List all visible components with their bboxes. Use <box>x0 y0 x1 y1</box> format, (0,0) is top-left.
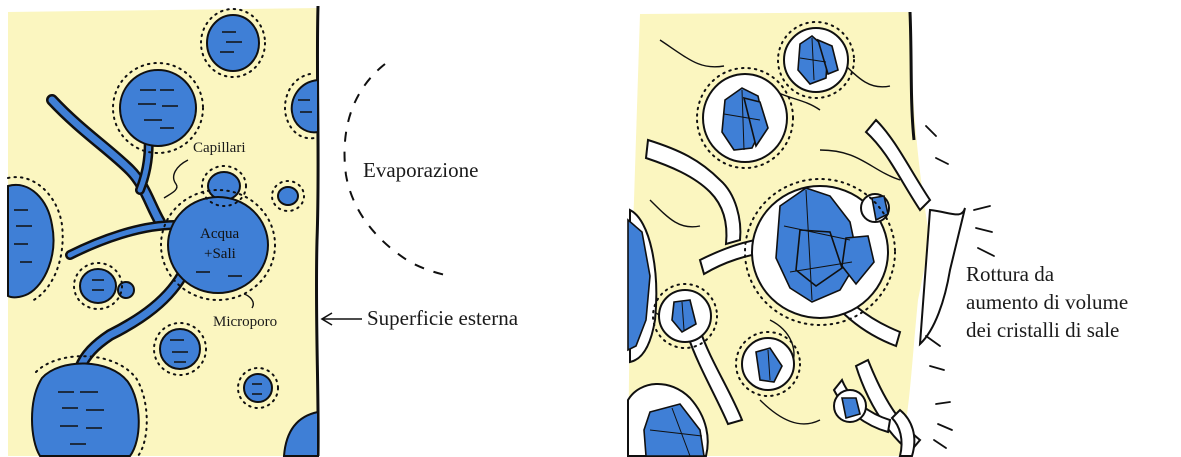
label-superficie-esterna: Superficie esterna <box>367 306 518 331</box>
label-rottura-line3: dei cristalli di sale <box>966 318 1119 343</box>
pore <box>120 70 196 146</box>
pore <box>278 187 298 205</box>
pore <box>207 15 259 71</box>
label-capillari: Capillari <box>193 140 246 157</box>
surface-arrow <box>322 313 362 325</box>
pore <box>118 282 134 298</box>
label-rottura-line2: aumento di volume <box>966 290 1128 315</box>
label-evaporazione: Evaporazione <box>363 158 478 183</box>
label-rottura-line1: Rottura da <box>966 262 1054 287</box>
pore <box>32 363 139 456</box>
pore <box>244 374 272 402</box>
stone-external-surface <box>316 6 318 456</box>
pore <box>160 329 200 369</box>
label-microporo: Microporo <box>213 314 277 331</box>
pore <box>208 172 240 200</box>
pore-acqua-sali <box>168 197 268 293</box>
pore <box>80 269 116 303</box>
label-acqua-line1: Acqua <box>200 226 239 243</box>
left-stone-panel <box>8 6 318 456</box>
label-sali-line2: +Sali <box>204 246 236 263</box>
right-stone-panel <box>628 12 994 456</box>
